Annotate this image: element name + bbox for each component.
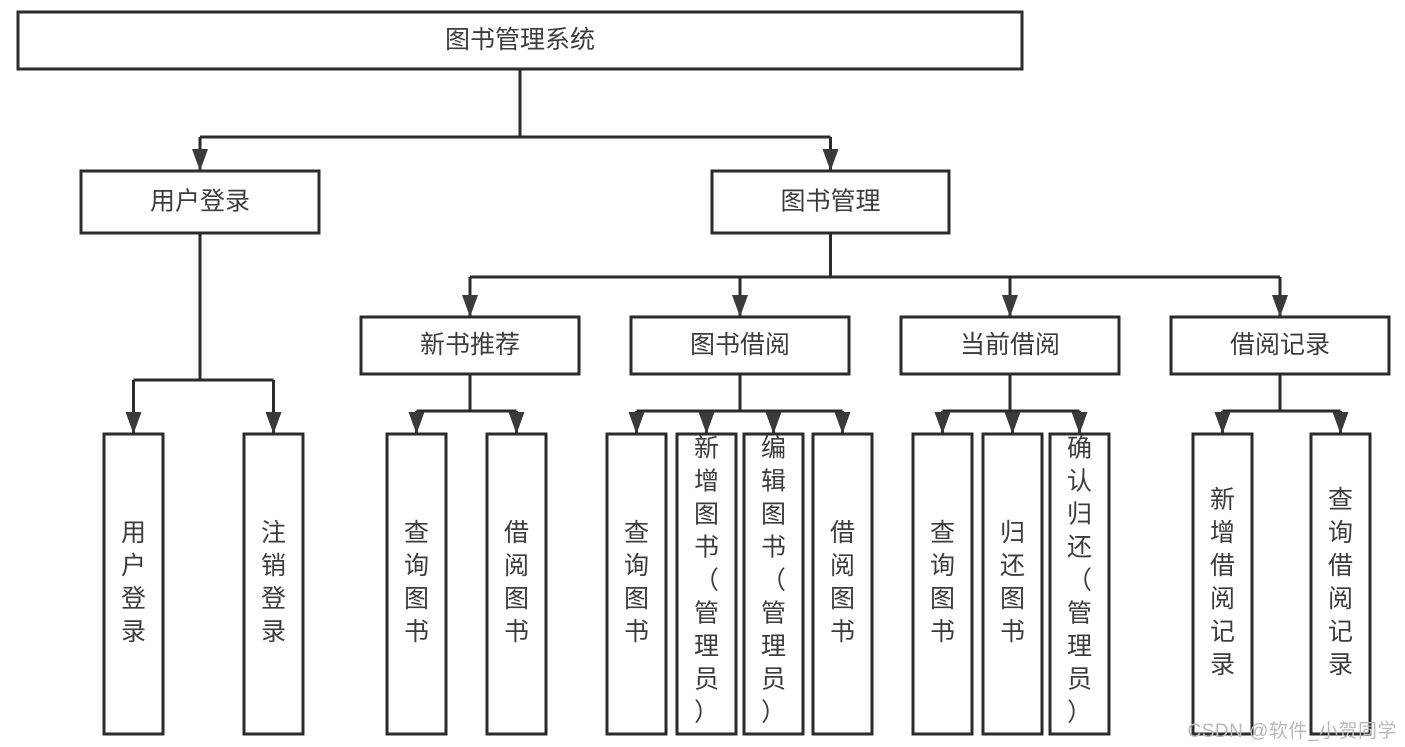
arrow-head-icon: [1332, 412, 1349, 434]
node-newbook[interactable]: 新书推荐: [359, 315, 581, 376]
nodes-layer: 图书管理系统用户登录图书管理新书推荐图书借阅当前借阅借阅记录用户登录注销登录查询…: [16, 10, 1391, 736]
node-box: [1169, 315, 1391, 376]
arrow-head-icon: [934, 412, 951, 434]
arrow-head-icon: [834, 412, 851, 434]
edges-layer: [125, 69, 1349, 434]
node-leaf-user-login[interactable]: 用户登录: [102, 432, 165, 736]
node-box: [710, 169, 951, 235]
node-label: 查询图书: [404, 519, 429, 646]
node-box: [1191, 432, 1254, 736]
arrow-head-icon: [765, 412, 782, 434]
node-leaf-br-edit[interactable]: 编辑图书（管理员）: [742, 432, 805, 736]
node-label: 图书借阅: [690, 331, 790, 359]
arrow-head-icon: [822, 149, 839, 171]
arrow-head-icon: [732, 295, 748, 317]
node-box: [1309, 432, 1372, 736]
edge-group-borrow: [628, 374, 851, 434]
edge-group-login: [125, 233, 282, 434]
node-records[interactable]: 借阅记录: [1169, 315, 1391, 376]
arrow-head-icon: [628, 412, 645, 434]
node-leaf-nb-borrow[interactable]: 借阅图书: [485, 432, 548, 736]
node-label: 用户登录: [121, 519, 146, 646]
csdn-watermark: CSDN @软件_小贺同学: [1187, 721, 1397, 742]
edge-group-current: [934, 374, 1088, 434]
node-leaf-cur-confirm[interactable]: 确认归还（管理员）: [1048, 432, 1111, 736]
node-label: 当前借阅: [960, 331, 1060, 359]
arrow-head-icon: [265, 412, 282, 434]
node-box: [16, 10, 1024, 71]
node-leaf-br-add[interactable]: 新增图书（管理员）: [675, 432, 738, 736]
edge-group-newbook: [408, 374, 525, 434]
arrow-head-icon: [1272, 295, 1288, 317]
node-leaf-rec-query[interactable]: 查询借阅记录: [1309, 432, 1372, 736]
node-label: 新增借阅记录: [1210, 486, 1235, 679]
node-root[interactable]: 图书管理系统: [16, 10, 1024, 71]
node-label: 确认归还（管理员）: [1067, 435, 1092, 727]
node-box: [629, 315, 851, 376]
node-leaf-nb-query[interactable]: 查询图书: [385, 432, 448, 736]
node-leaf-cur-query[interactable]: 查询图书: [911, 432, 974, 736]
arrow-head-icon: [508, 412, 525, 434]
arrow-head-icon: [1002, 295, 1018, 317]
arrow-head-icon: [1071, 412, 1088, 434]
node-leaf-br-lend[interactable]: 借阅图书: [811, 432, 874, 736]
node-box: [675, 432, 738, 736]
node-label: 查询图书: [930, 519, 955, 646]
node-borrow[interactable]: 图书借阅: [629, 315, 851, 376]
arrow-head-icon: [698, 412, 715, 434]
arrow-head-icon: [462, 295, 478, 317]
node-box: [1048, 432, 1111, 736]
arrow-head-icon: [1004, 412, 1021, 434]
node-box: [811, 432, 874, 736]
node-label: 用户登录: [150, 188, 250, 216]
node-box: [981, 432, 1044, 736]
node-box: [385, 432, 448, 736]
node-box: [742, 432, 805, 736]
node-label: 新增图书（管理员）: [694, 435, 719, 727]
arrow-head-icon: [1214, 412, 1231, 434]
node-label: 新书推荐: [420, 331, 520, 359]
node-label: 借阅记录: [1230, 331, 1330, 359]
node-label: 图书管理: [780, 188, 880, 216]
node-label: 图书管理系统: [445, 26, 595, 54]
node-box: [911, 432, 974, 736]
edge-group-bookmgmt: [462, 233, 1288, 317]
node-box: [899, 315, 1121, 376]
node-label: 借阅图书: [504, 519, 529, 646]
node-label: 编辑图书（管理员）: [761, 435, 786, 727]
node-label: 借阅图书: [830, 519, 855, 646]
node-box: [605, 432, 668, 736]
node-leaf-rec-add[interactable]: 新增借阅记录: [1191, 432, 1254, 736]
node-box: [102, 432, 165, 736]
arrow-head-icon: [125, 412, 142, 434]
node-bookmgmt[interactable]: 图书管理: [710, 169, 951, 235]
node-box: [485, 432, 548, 736]
node-login[interactable]: 用户登录: [79, 169, 321, 235]
node-box: [79, 169, 321, 235]
arrow-head-icon: [408, 412, 425, 434]
node-label: 查询借阅记录: [1328, 486, 1353, 679]
node-leaf-br-query[interactable]: 查询图书: [605, 432, 668, 736]
node-current[interactable]: 当前借阅: [899, 315, 1121, 376]
node-label: 注销登录: [261, 519, 286, 646]
node-leaf-cur-return[interactable]: 归还图书: [981, 432, 1044, 736]
edge-group-root: [192, 69, 839, 171]
arrow-head-icon: [192, 149, 208, 171]
node-label: 查询图书: [624, 519, 649, 646]
node-leaf-user-logout[interactable]: 注销登录: [242, 432, 305, 736]
node-box: [242, 432, 305, 736]
edge-group-records: [1214, 374, 1349, 434]
node-label: 归还图书: [1000, 519, 1025, 646]
node-box: [359, 315, 581, 376]
